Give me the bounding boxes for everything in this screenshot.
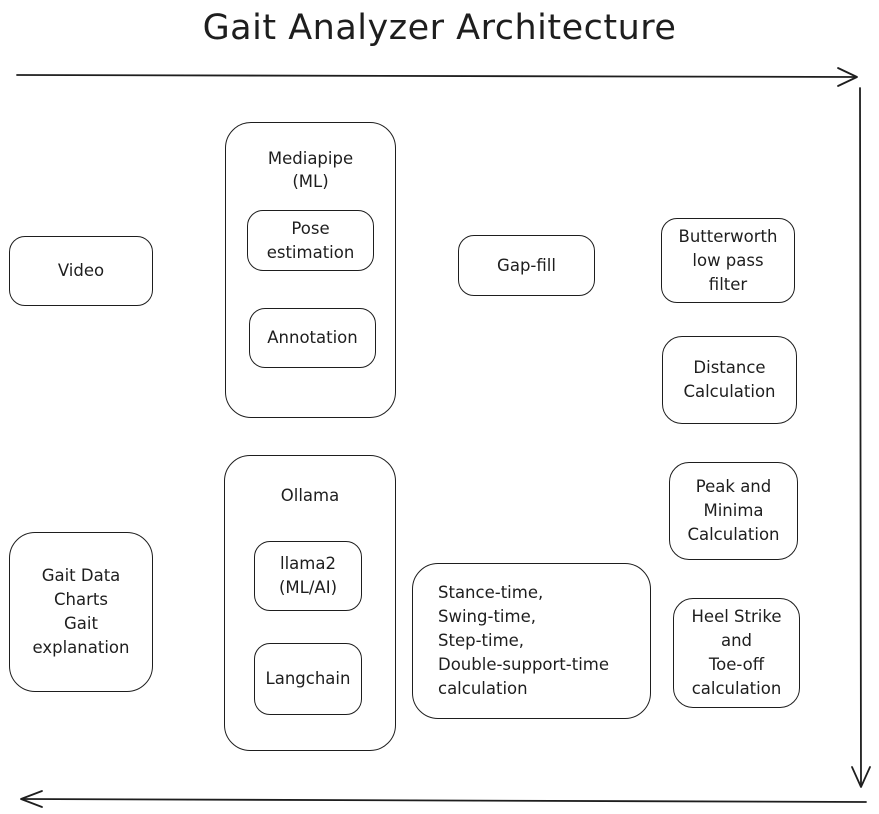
heel-strike-box: Heel Strike and Toe-off calculation xyxy=(673,598,800,708)
gap-fill-label: Gap-fill xyxy=(497,255,556,275)
video-label: Video xyxy=(57,261,105,280)
llama2-box: llama2 (ML/AI) xyxy=(254,541,362,611)
gait-output-box: Gait Data Charts Gait explanation xyxy=(9,532,153,692)
bottom-arrow xyxy=(20,790,867,808)
mediapipe-label: Mediapipe (ML) xyxy=(267,149,354,191)
llama2-label: llama2 (ML/AI) xyxy=(278,554,338,597)
pose-estimation-box: Pose estimation xyxy=(247,210,374,271)
annotation-box: Annotation xyxy=(249,308,376,368)
top-arrow xyxy=(16,67,858,87)
mediapipe-box: Mediapipe (ML) xyxy=(225,122,396,418)
stance-calculation-label: Stance-time, Swing-time, Step-time, Doub… xyxy=(438,583,610,698)
pose-estimation-label: Pose estimation xyxy=(266,218,355,262)
peak-minima-box: Peak and Minima Calculation xyxy=(669,462,798,560)
video-box: Video xyxy=(9,236,153,306)
peak-minima-label: Peak and Minima Calculation xyxy=(687,477,780,544)
ollama-box: Ollama xyxy=(224,455,396,751)
diagram-title: Gait Analyzer Architecture xyxy=(202,8,677,48)
butterworth-filter-label: Butterworth low pass filter xyxy=(678,226,778,294)
annotation-label: Annotation xyxy=(267,328,358,347)
right-arrow xyxy=(851,87,871,788)
gait-output-label: Gait Data Charts Gait explanation xyxy=(32,566,130,657)
stance-calculation-box: Stance-time, Swing-time, Step-time, Doub… xyxy=(412,563,651,719)
langchain-label: Langchain xyxy=(265,669,351,688)
gap-fill-box: Gap-fill xyxy=(458,235,595,296)
langchain-box: Langchain xyxy=(254,643,362,715)
butterworth-filter-box: Butterworth low pass filter xyxy=(661,218,795,303)
ollama-label: Ollama xyxy=(280,486,340,505)
heel-strike-label: Heel Strike and Toe-off calculation xyxy=(691,607,782,698)
distance-calculation-box: Distance Calculation xyxy=(662,336,797,424)
distance-calculation-label: Distance Calculation xyxy=(683,358,776,401)
